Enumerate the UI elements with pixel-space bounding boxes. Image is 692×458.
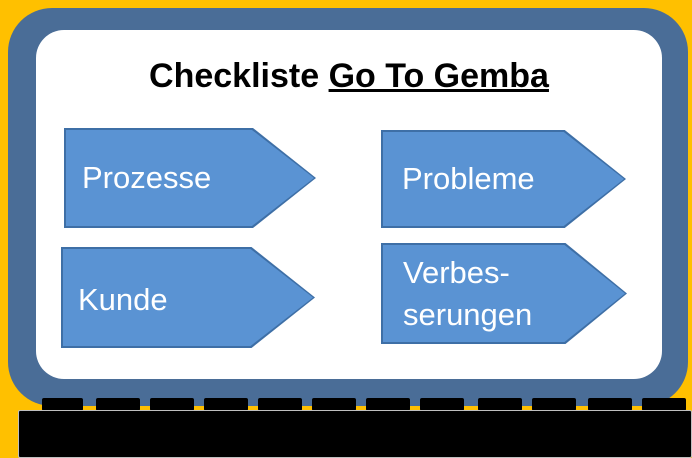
base-tooth: [366, 398, 410, 411]
base-tooth: [478, 398, 522, 411]
base-tooth: [258, 398, 302, 411]
base-tooth: [532, 398, 576, 411]
arrow-verbesserungen-line2: serungen: [403, 297, 533, 332]
base-tooth: [204, 398, 248, 411]
board-base-bar: [18, 410, 692, 458]
arrow-prozesse: Prozesse: [66, 130, 314, 226]
title-underlined: Go To Gemba: [328, 57, 549, 95]
arrow-kunde-label: Kunde: [78, 282, 168, 317]
base-tooth: [420, 398, 464, 411]
base-tooth: [312, 398, 356, 411]
base-tooth: [42, 398, 83, 411]
base-tooth: [588, 398, 632, 411]
base-tooth: [96, 398, 140, 411]
title-prefix: Checkliste: [149, 57, 329, 95]
base-tooth: [642, 398, 686, 411]
arrow-prozesse-label: Prozesse: [82, 160, 212, 195]
arrow-verbesserungen-line1: Verbes-: [403, 255, 510, 290]
diagram-title: Checkliste Go To Gemba: [36, 54, 662, 98]
base-tooth: [150, 398, 194, 411]
arrow-probleme-label: Probleme: [402, 161, 535, 196]
arrow-probleme: Probleme: [383, 132, 624, 226]
